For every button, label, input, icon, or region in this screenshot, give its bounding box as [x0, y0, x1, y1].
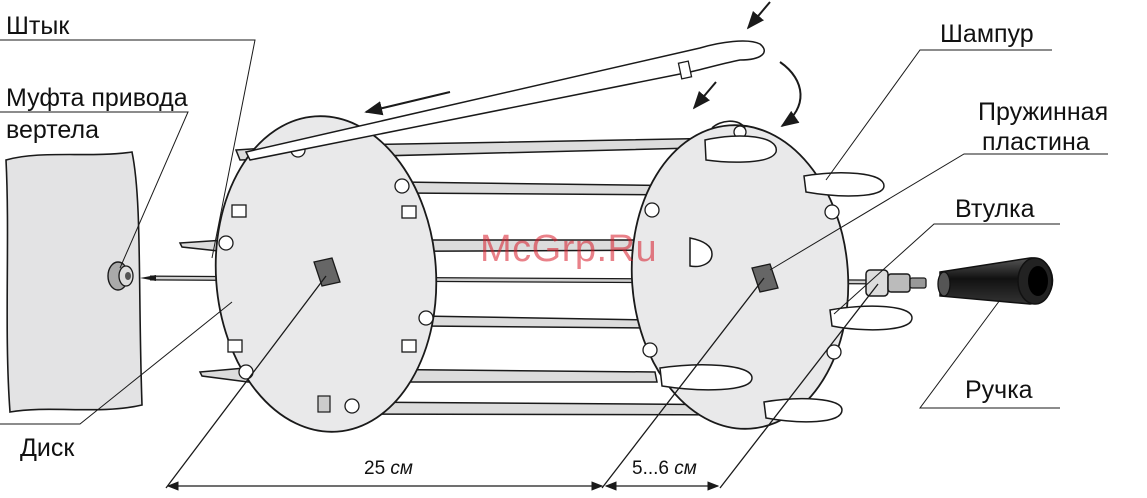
label-plastina-line1: Пружинная [978, 98, 1108, 126]
handle-knob [938, 258, 1053, 304]
dimension-5-6-value: 5...6 [632, 458, 669, 479]
label-shampur: Шампур [940, 20, 1034, 48]
dimension-25-value: 25 [364, 458, 385, 479]
bushing [866, 270, 926, 296]
label-plastina-line2: пластина [982, 128, 1090, 156]
label-disk: Диск [20, 434, 74, 462]
label-mufta-line1: Муфта привода [6, 84, 188, 112]
motion-arrows [366, 2, 801, 126]
dimension-25-unit: см [390, 458, 413, 479]
watermark: McGrp.Ru [480, 228, 657, 271]
label-mufta-line2: вертела [6, 116, 99, 144]
label-vtulka: Втулка [955, 195, 1035, 223]
dimension-5-6-unit: см [674, 458, 697, 479]
label-shtyk: Штык [6, 12, 69, 40]
label-ruchka: Ручка [965, 376, 1033, 404]
dimension-25: 25 см [364, 458, 413, 480]
dimension-5-6: 5...6 см [632, 458, 697, 480]
